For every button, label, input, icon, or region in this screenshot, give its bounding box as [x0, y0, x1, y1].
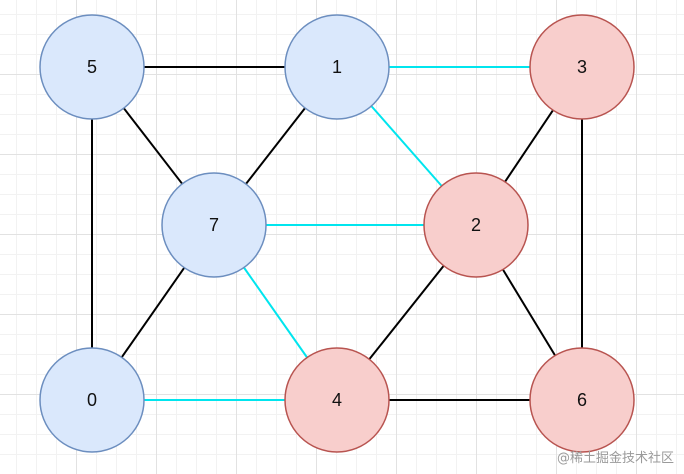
node-6: 6 — [529, 347, 635, 453]
nodes-layer: 5 1 3 7 2 0 4 6 — [39, 14, 635, 453]
node-5-circle — [39, 14, 145, 120]
edge-7-4 — [243, 266, 308, 359]
node-1: 1 — [284, 14, 390, 120]
node-3: 3 — [529, 14, 635, 120]
node-2: 2 — [423, 172, 529, 278]
node-6-circle — [529, 347, 635, 453]
edge-5-7 — [123, 107, 183, 185]
edges-layer — [91, 66, 583, 401]
edge-2-4 — [368, 265, 445, 360]
node-6-label: 6 — [577, 390, 587, 410]
node-0-label: 0 — [87, 390, 97, 410]
edge-1-2 — [370, 105, 443, 187]
node-0: 0 — [39, 347, 145, 453]
node-3-circle — [529, 14, 635, 120]
node-7-label: 7 — [209, 215, 219, 235]
node-4-circle — [284, 347, 390, 453]
edge-7-0 — [120, 267, 186, 358]
edge-2-6 — [502, 268, 556, 357]
node-3-label: 3 — [577, 57, 587, 77]
node-2-label: 2 — [471, 215, 481, 235]
node-1-circle — [284, 14, 390, 120]
node-4: 4 — [284, 347, 390, 453]
node-5: 5 — [39, 14, 145, 120]
node-5-label: 5 — [87, 57, 97, 77]
node-2-circle — [423, 172, 529, 278]
node-7-circle — [161, 172, 267, 278]
node-7: 7 — [161, 172, 267, 278]
node-4-label: 4 — [332, 390, 342, 410]
watermark: @稀土掘金技术社区 — [556, 451, 674, 466]
edge-3-2 — [504, 109, 554, 183]
edge-1-7 — [245, 107, 306, 185]
node-1-label: 1 — [332, 57, 342, 77]
node-0-circle — [39, 347, 145, 453]
